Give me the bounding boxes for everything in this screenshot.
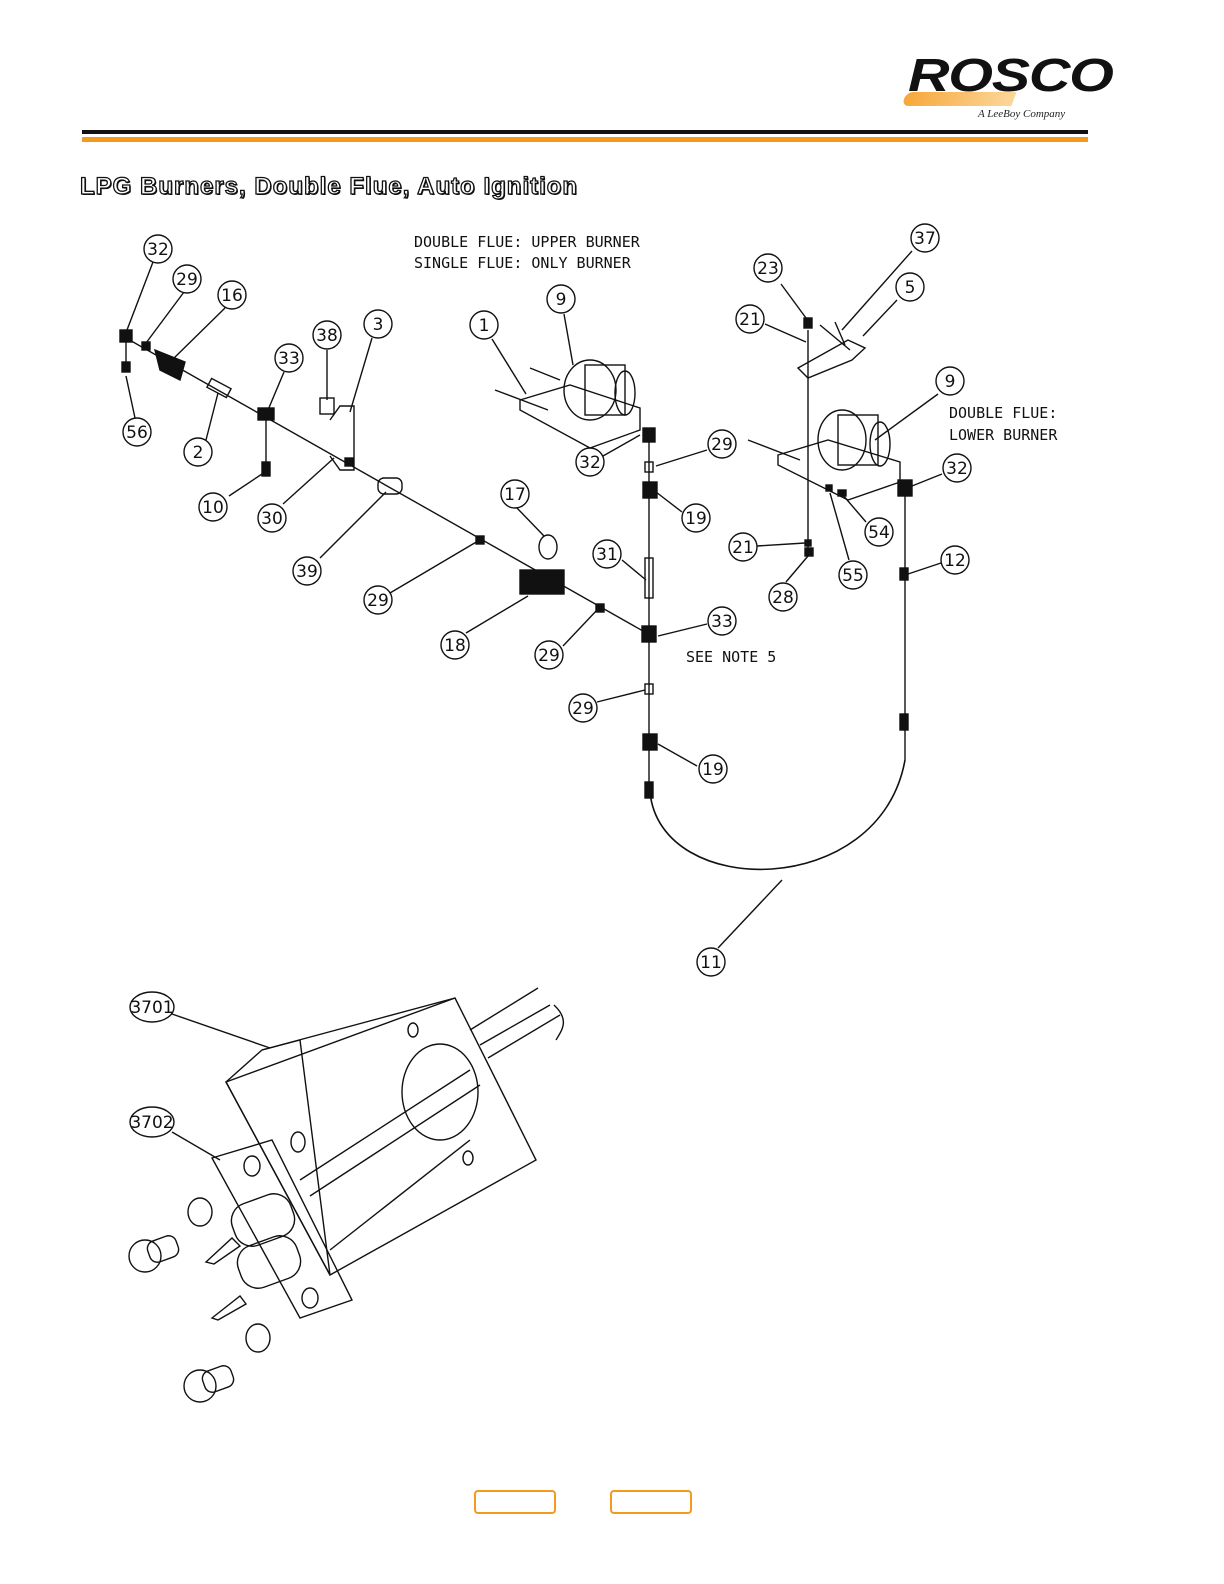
svg-text:9: 9 (556, 290, 567, 310)
callout-38: 38 (313, 321, 341, 349)
callout-32: 32 (144, 235, 172, 263)
svg-text:21: 21 (732, 538, 754, 558)
svg-text:19: 19 (702, 760, 724, 780)
svg-text:29: 29 (367, 591, 389, 611)
callout-3: 3 (364, 310, 392, 338)
svg-text:9: 9 (945, 372, 956, 392)
callout-32: 32 (576, 448, 604, 476)
svg-text:19: 19 (685, 509, 707, 529)
callout-17: 17 (501, 480, 529, 508)
svg-text:3: 3 (373, 315, 384, 335)
callout-9: 9 (936, 367, 964, 395)
callout-9: 9 (547, 285, 575, 313)
callout-31: 31 (593, 540, 621, 568)
svg-text:1: 1 (479, 316, 490, 336)
callout-3701: 3701 (130, 992, 174, 1022)
svg-text:32: 32 (147, 240, 169, 260)
callout-32: 32 (943, 454, 971, 482)
callout-37: 37 (911, 224, 939, 252)
callout-54: 54 (865, 518, 893, 546)
next-page-button[interactable] (610, 1490, 692, 1514)
callout-29: 29 (173, 265, 201, 293)
svg-text:29: 29 (711, 435, 733, 455)
callout-18: 18 (441, 631, 469, 659)
callout-33: 33 (275, 344, 303, 372)
callout-1: 1 (470, 311, 498, 339)
callout-56: 56 (123, 418, 151, 446)
svg-text:23: 23 (757, 259, 779, 279)
svg-text:55: 55 (842, 566, 864, 586)
note-lower-line1: DOUBLE FLUE: (949, 404, 1057, 422)
svg-text:29: 29 (538, 646, 560, 666)
callout-29: 29 (708, 430, 736, 458)
svg-text:18: 18 (444, 636, 466, 656)
callout-5: 5 (896, 273, 924, 301)
svg-text:28: 28 (772, 588, 794, 608)
callout-23: 23 (754, 254, 782, 282)
svg-text:33: 33 (711, 612, 733, 632)
note-upper-line1: DOUBLE FLUE: UPPER BURNER (414, 233, 641, 251)
callout-19: 19 (699, 755, 727, 783)
callout-33: 33 (708, 607, 736, 635)
svg-text:5: 5 (905, 278, 916, 298)
svg-text:3701: 3701 (130, 998, 173, 1018)
svg-text:3702: 3702 (130, 1113, 173, 1133)
svg-text:32: 32 (946, 459, 968, 479)
diagram-lines (120, 251, 942, 1402)
callout-39: 39 (293, 557, 321, 585)
svg-text:29: 29 (572, 699, 594, 719)
svg-text:16: 16 (221, 286, 243, 306)
note-upper-line2: SINGLE FLUE: ONLY BURNER (414, 254, 632, 272)
callout-28: 28 (769, 583, 797, 611)
callout-16: 16 (218, 281, 246, 309)
svg-text:33: 33 (278, 349, 300, 369)
svg-text:17: 17 (504, 485, 526, 505)
callout-29: 29 (569, 694, 597, 722)
callout-29: 29 (364, 586, 392, 614)
svg-text:32: 32 (579, 453, 601, 473)
callout-12: 12 (941, 546, 969, 574)
svg-text:29: 29 (176, 270, 198, 290)
previous-page-button[interactable] (474, 1490, 556, 1514)
callout-55: 55 (839, 561, 867, 589)
note-see-note-5: SEE NOTE 5 (686, 648, 776, 666)
svg-text:11: 11 (700, 953, 722, 973)
svg-text:31: 31 (596, 545, 618, 565)
callout-3702: 3702 (130, 1107, 174, 1137)
svg-text:2: 2 (193, 443, 204, 463)
svg-text:30: 30 (261, 509, 283, 529)
callout-19: 19 (682, 504, 710, 532)
callout-2: 2 (184, 438, 212, 466)
callout-11: 11 (697, 948, 725, 976)
note-lower-line2: LOWER BURNER (949, 426, 1058, 444)
svg-text:56: 56 (126, 423, 148, 443)
callout-21: 21 (729, 533, 757, 561)
svg-text:21: 21 (739, 310, 761, 330)
svg-text:39: 39 (296, 562, 318, 582)
callouts: 32 29 16 56 2 33 38 3 10 30 1 9 32 29 19… (123, 224, 971, 1137)
svg-text:38: 38 (316, 326, 338, 346)
callout-29: 29 (535, 641, 563, 669)
svg-text:12: 12 (944, 551, 966, 571)
callout-30: 30 (258, 504, 286, 532)
svg-text:10: 10 (202, 498, 224, 518)
callout-10: 10 (199, 493, 227, 521)
svg-text:37: 37 (914, 229, 936, 249)
callout-21: 21 (736, 305, 764, 333)
svg-text:54: 54 (868, 523, 890, 543)
